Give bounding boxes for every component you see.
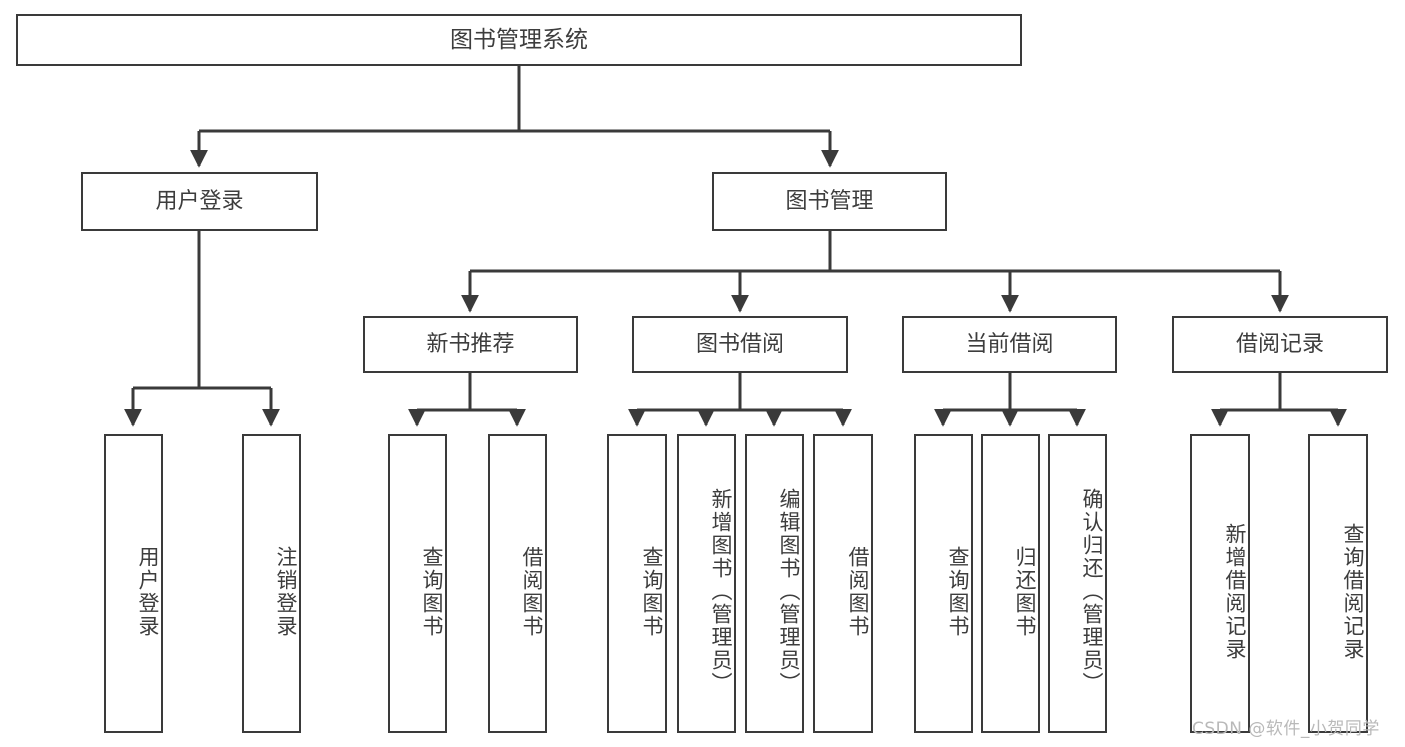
node-current-borrow[interactable]: 当前借阅 (902, 316, 1117, 373)
node-leaf-edit-book[interactable]: 编辑图书（管理员） (745, 434, 804, 733)
node-leaf-query-book-3[interactable]: 查询图书 (914, 434, 973, 733)
node-leaf-user-logout-label: 注销登录 (274, 545, 298, 638)
node-new-book-rec-label: 新书推荐 (426, 331, 515, 357)
node-leaf-return-book-label: 归还图书 (1013, 545, 1037, 638)
node-current-borrow-label: 当前借阅 (965, 331, 1054, 357)
node-root-label: 图书管理系统 (450, 26, 588, 53)
node-leaf-borrow-book-1-label: 借阅图书 (520, 545, 544, 638)
node-leaf-add-book[interactable]: 新增图书（管理员） (677, 434, 736, 733)
node-book-manage-label: 图书管理 (785, 188, 874, 214)
node-leaf-borrow-book-2[interactable]: 借阅图书 (813, 434, 873, 733)
node-leaf-query-book-1-label: 查询图书 (420, 545, 444, 638)
node-leaf-borrow-book-1[interactable]: 借阅图书 (488, 434, 547, 733)
watermark: CSDN @软件_小贺同学 (1192, 719, 1380, 739)
node-borrow-record[interactable]: 借阅记录 (1172, 316, 1388, 373)
node-leaf-query-book-1[interactable]: 查询图书 (388, 434, 447, 733)
node-leaf-add-record[interactable]: 新增借阅记录 (1190, 434, 1250, 733)
node-leaf-confirm-return-label: 确认归还（管理员） (1080, 488, 1104, 695)
node-book-borrow[interactable]: 图书借阅 (632, 316, 848, 373)
node-leaf-user-logout[interactable]: 注销登录 (242, 434, 301, 733)
node-leaf-user-login[interactable]: 用户登录 (104, 434, 163, 733)
node-leaf-user-login-label: 用户登录 (136, 545, 160, 638)
node-borrow-record-label: 借阅记录 (1235, 331, 1324, 357)
node-root[interactable]: 图书管理系统 (16, 14, 1022, 66)
node-leaf-add-book-label: 新增图书（管理员） (709, 488, 733, 695)
node-new-book-rec[interactable]: 新书推荐 (363, 316, 578, 373)
node-leaf-borrow-book-2-label: 借阅图书 (846, 545, 870, 638)
node-user-login[interactable]: 用户登录 (81, 172, 318, 231)
node-leaf-return-book[interactable]: 归还图书 (981, 434, 1040, 733)
node-leaf-query-record-label: 查询借阅记录 (1341, 522, 1365, 661)
node-leaf-query-record[interactable]: 查询借阅记录 (1308, 434, 1368, 733)
node-leaf-add-record-label: 新增借阅记录 (1223, 522, 1247, 661)
node-leaf-query-book-2-label: 查询图书 (640, 545, 664, 638)
node-leaf-query-book-2[interactable]: 查询图书 (607, 434, 667, 733)
node-leaf-query-book-3-label: 查询图书 (946, 545, 970, 638)
node-leaf-edit-book-label: 编辑图书（管理员） (777, 488, 801, 695)
node-leaf-confirm-return[interactable]: 确认归还（管理员） (1048, 434, 1107, 733)
node-book-borrow-label: 图书借阅 (695, 331, 784, 357)
node-book-manage[interactable]: 图书管理 (712, 172, 947, 231)
node-user-login-label: 用户登录 (155, 188, 244, 214)
